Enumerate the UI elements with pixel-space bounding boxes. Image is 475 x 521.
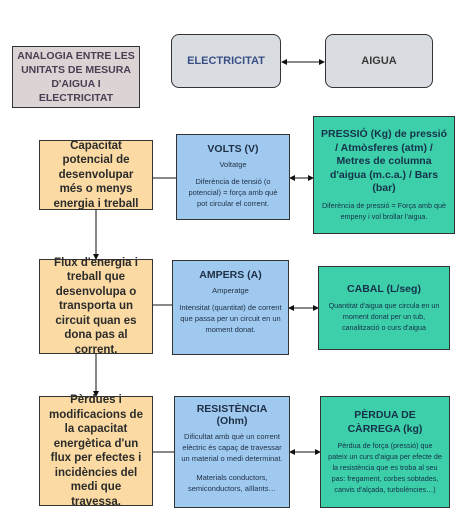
header-aigua-label: AIGUA [361,55,397,67]
electric-sub: Amperatge [212,286,249,295]
water-heading: CABAL (L/seg) [347,282,421,295]
header-aigua: AIGUA [325,34,433,88]
diagram-title: ANALOGIA ENTRE LES UNITATS DE MESURA D'A… [12,46,140,108]
electric-box-volts: VOLTS (V) Voltatge Diferència de tensió … [176,134,290,220]
concept-text: Pèrdues i modificacions de la capacitat … [49,394,143,508]
water-desc: Pèrdua de força (pressió) que pateix un … [328,441,442,494]
concept-box-flux: Flux d'energia i treball que desenvolupa… [39,257,153,356]
electric-box-resistencia: RESISTÈNCIA (Ohm) Dificultat amb què un … [174,396,290,508]
electric-heading: RESISTÈNCIA (Ohm) [196,403,268,427]
water-box-pressio: PRESSIÓ (Kg) de pressió / Atmòsferes (at… [313,116,455,234]
concept-box-energy: Capacitat potencial de desenvolupar més … [39,140,153,210]
electric-sub: Voltatge [219,160,247,169]
water-box-cabal: CABAL (L/seg) Quantitat d'aigua que circ… [318,266,450,350]
water-desc: Diferència de pressió = Força amb què em… [321,200,447,221]
electric-heading: VOLTS (V) [207,143,259,155]
electric-heading: AMPERS (A) [199,269,262,281]
electric-box-ampers: AMPERS (A) Amperatge Intensitat (quantit… [172,260,289,355]
electric-desc: Intensitat (quantitat) de corrent que pa… [179,303,282,334]
water-desc: Quantitat d'aigua que circula en un mome… [328,301,440,333]
electric-desc: Diferència de tensió (o potencial) = for… [188,177,278,208]
water-box-perdua-carrega: PÈRDUA DE CÀRREGA (kg) Pèrdua de força (… [320,396,450,508]
header-electricitat: ELECTRICITAT [171,34,281,88]
diagram-title-text: ANALOGIA ENTRE LES UNITATS DE MESURA D'A… [17,50,135,104]
concept-text: Flux d'energia i treball que desenvolupa… [54,256,138,356]
concept-box-perdues: Pèrdues i modificacions de la capacitat … [39,394,153,508]
electric-desc-materials: Materials conductors, semiconductors, aï… [188,473,276,493]
water-heading: PRESSIÓ (Kg) de pressió / Atmòsferes (at… [320,128,448,195]
concept-text: Capacitat potencial de desenvolupar més … [53,139,139,210]
electric-desc: Dificultat amb què un corrent elèctric é… [181,432,283,463]
water-heading: PÈRDUA DE CÀRREGA (kg) [347,409,423,435]
header-electricitat-label: ELECTRICITAT [187,55,265,67]
